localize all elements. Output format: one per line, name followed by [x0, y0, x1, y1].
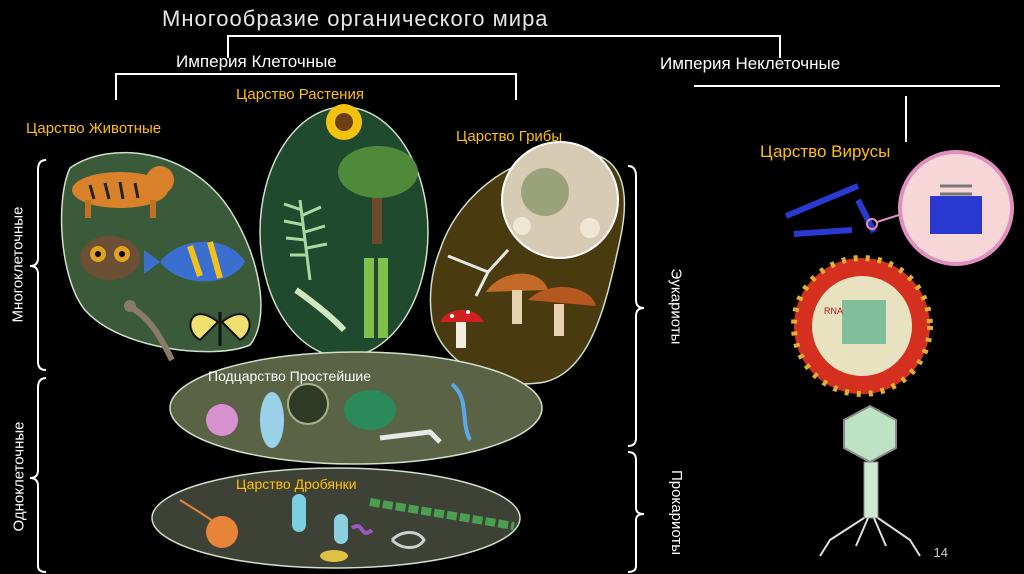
protists-illustrations: [206, 382, 472, 448]
petri-dish-illustration: [501, 141, 619, 259]
unicellular-label: Одноклеточные: [10, 421, 28, 532]
fish-illustration: [144, 241, 245, 282]
tiger-illustration: [72, 166, 174, 218]
horsetail-illustration: [364, 258, 388, 338]
kingdom-plants-label: Царство Растения: [236, 86, 364, 103]
bacteriophage-illustration: [819, 404, 921, 557]
fern-illustration: [283, 199, 328, 281]
fly-agaric-illustration: [440, 310, 484, 348]
butterfly-illustration: [189, 312, 251, 346]
lizard-illustration: [124, 300, 175, 362]
kingdom-fungi-label: Царство Грибы: [456, 128, 563, 145]
empire-cellular-label: Империя Клеточные: [176, 52, 337, 71]
page-number: 14: [933, 545, 948, 560]
tobacco-mosaic-virus-illustration: [784, 150, 1014, 266]
moss-illustration: [294, 287, 347, 333]
prokaryotes-label: Прокариоты: [668, 469, 686, 556]
empire-noncellular-label: Империя Неклеточные: [660, 54, 841, 73]
cellular-bracket: [115, 73, 517, 100]
mushroom-illustration: [486, 273, 596, 336]
multicellular-brace: [29, 159, 47, 371]
mold-branches-illustration: [447, 248, 510, 297]
kingdom-bacteria-label: Царство Дробянки: [236, 476, 357, 492]
title-bracket: [227, 35, 781, 58]
unicellular-brace: [29, 377, 47, 573]
multicellular-label: Многоклеточные: [9, 206, 27, 323]
bacteria-illustrations: [179, 494, 515, 562]
owl-illustration: [80, 236, 140, 280]
plants-blob: [259, 106, 429, 358]
sunflower-illustration: [326, 104, 362, 140]
kingdom-animals-label: Царство Животные: [26, 120, 162, 137]
tree-illustration: [338, 146, 418, 244]
hiv-illustration: RNA: [791, 255, 933, 397]
rna-label: RNA: [824, 306, 843, 316]
subkingdom-protists-label: Подцарство Простейшие: [208, 368, 372, 384]
eukaryotes-brace: [627, 165, 645, 447]
prokaryotes-brace: [627, 451, 645, 573]
diagram-title: Многообразие органического мира: [162, 6, 549, 31]
kingdom-viruses-label: Царство Вирусы: [760, 142, 891, 161]
eukaryotes-label: Эукариоты: [667, 268, 685, 345]
